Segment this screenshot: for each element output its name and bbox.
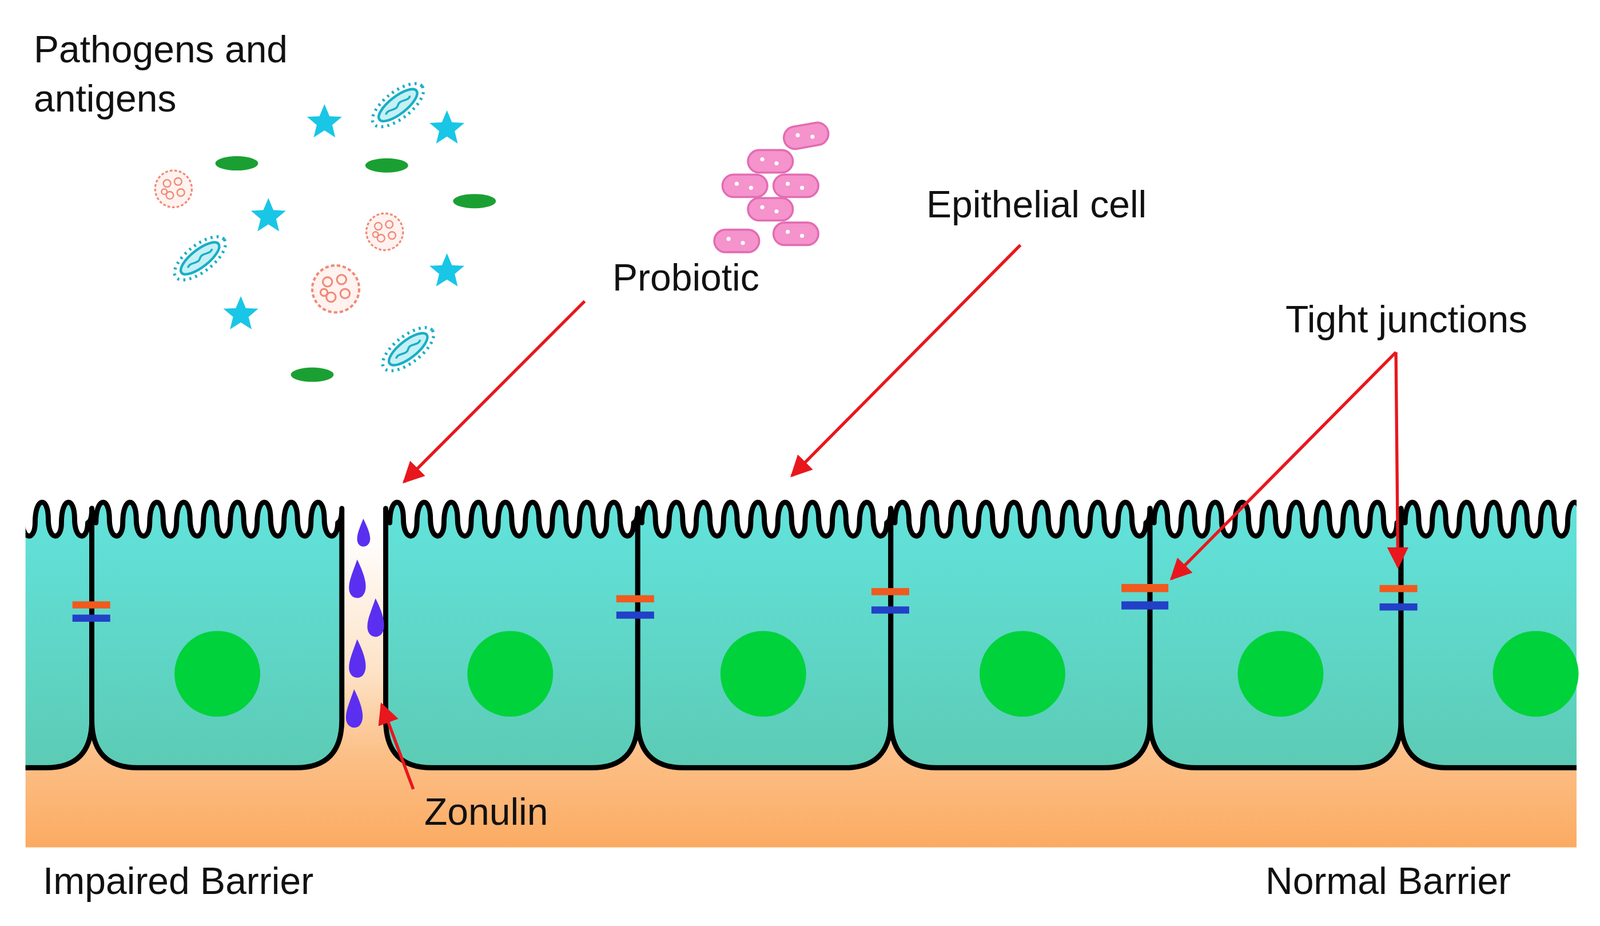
epithelial-cells: [25, 502, 1577, 768]
antigen-star: [223, 296, 259, 330]
pathogen-sphere: [312, 265, 360, 313]
epithelial-cell: [92, 502, 342, 768]
junction-bar: [871, 606, 910, 614]
leader-arrow: [381, 704, 413, 790]
junction-bar: [616, 595, 655, 603]
probiotic-rod: [773, 174, 819, 197]
antigen-star: [429, 110, 465, 144]
probiotic-rod: [747, 149, 794, 173]
pathogen-sphere: [366, 213, 404, 250]
pathogen-bacterium: [167, 228, 233, 288]
leader-arrow: [791, 244, 1021, 476]
junction-bar: [72, 601, 111, 608]
zonulin-drop: [348, 559, 366, 598]
text-label: Epithelial cell: [926, 179, 1147, 229]
leader-arrows: [381, 244, 1398, 789]
text-label: Zonulin: [424, 786, 548, 837]
probiotic-rod: [773, 222, 819, 245]
nucleus: [467, 630, 553, 717]
pathogen-bacterium: [375, 319, 441, 379]
junction-bar: [1379, 584, 1418, 592]
nucleus: [1238, 630, 1324, 717]
nucleus: [174, 630, 261, 717]
antigen-ellipse: [291, 367, 334, 382]
antigen-star: [429, 253, 465, 287]
zonulin-drop: [345, 689, 363, 728]
text-label: Normal Barrier: [1265, 856, 1511, 906]
junction-bar: [1121, 583, 1169, 592]
epithelial-cell: [1149, 502, 1402, 768]
zonulin-drops: [345, 518, 385, 728]
probiotic-rod: [722, 174, 768, 197]
pathogen-sphere: [154, 170, 192, 208]
pathogen-bacterium: [365, 76, 431, 135]
text-label: Tight junctions: [1285, 294, 1528, 344]
epithelial-cell: [637, 502, 891, 768]
nucleus: [979, 630, 1066, 717]
junction-bar: [616, 611, 655, 619]
zonulin-drop: [367, 598, 384, 637]
junction-bar: [1379, 603, 1418, 611]
text-label: Impaired Barrier: [42, 856, 314, 906]
antigen-ellipse: [452, 193, 496, 209]
junction-bar: [72, 614, 111, 622]
antigen-star: [307, 104, 342, 138]
leader-arrow: [404, 301, 585, 483]
nuclei: [174, 630, 1579, 717]
epithelial-cell: [890, 502, 1150, 768]
nucleus: [720, 630, 807, 717]
pathogens-and-antigens: [154, 76, 496, 382]
zonulin-drop: [348, 638, 366, 678]
zonulin-drop: [357, 518, 371, 547]
leader-arrow: [1171, 352, 1397, 579]
leader-arrow: [1395, 352, 1399, 567]
epithelial-cell: [385, 502, 639, 768]
tight-junctions: [72, 583, 1418, 622]
junction-bar: [1121, 601, 1169, 610]
epithelial-cell: [25, 502, 93, 768]
probiotic-bacteria: [714, 120, 831, 253]
probiotic-rod: [747, 197, 794, 221]
antigen-ellipse: [215, 156, 259, 171]
epithelial-cell: [1401, 502, 1577, 768]
nucleus: [1493, 630, 1579, 717]
antigen-ellipse: [365, 158, 409, 173]
probiotic-rod: [782, 120, 831, 151]
antigen-star: [251, 197, 286, 232]
junction-bar: [871, 587, 910, 595]
probiotic-rod: [714, 229, 760, 253]
text-label: Pathogens and antigens: [33, 24, 377, 123]
text-label: Probiotic: [612, 252, 760, 302]
